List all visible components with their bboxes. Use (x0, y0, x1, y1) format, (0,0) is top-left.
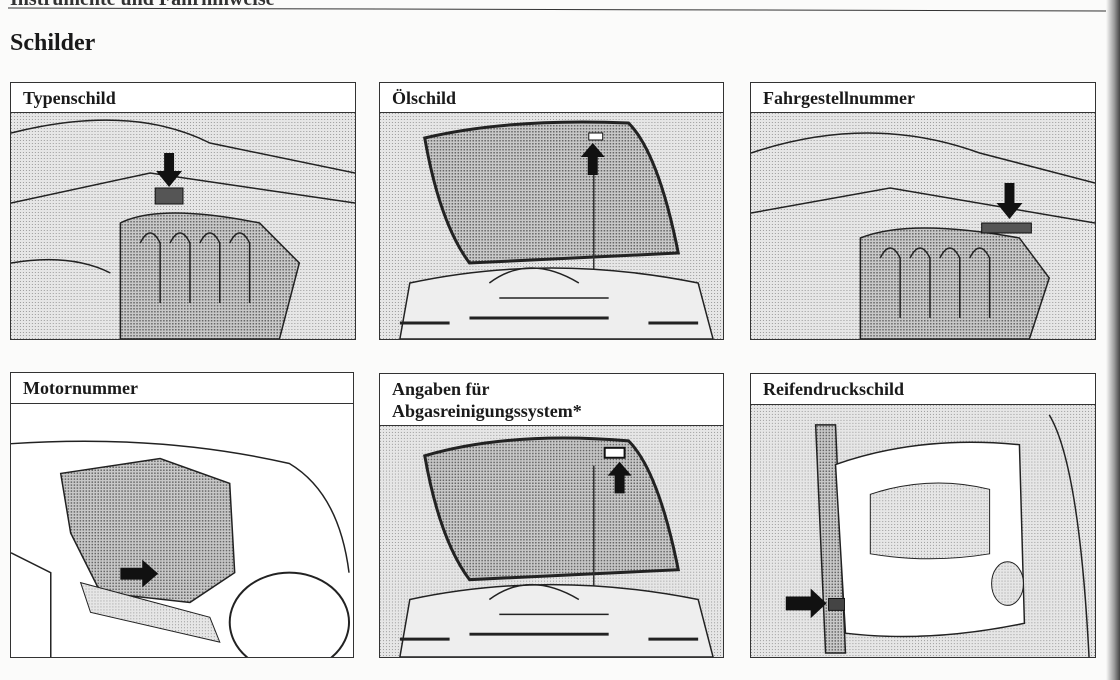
arrow-icon (607, 461, 632, 494)
engine-bay-illustration (11, 113, 355, 339)
arrow-icon (580, 143, 605, 175)
panel-oelschild: Ölschild (379, 82, 724, 340)
arrow-icon (785, 588, 827, 619)
panel-fahrgestellnummer: Fahrgestellnummer (750, 82, 1096, 340)
panel-title: Reifendruckschild (751, 374, 1095, 405)
open-hood-illustration (380, 113, 723, 339)
panel-typenschild: Typenschild (10, 82, 356, 340)
panel-abgasreinigung: Angaben für Abgasreinigungssystem* (379, 373, 724, 658)
arrow-icon (120, 559, 159, 588)
page-title: Schilder (10, 30, 96, 56)
panel-motornummer: Motornummer (10, 372, 354, 658)
panel-title: Typenschild (11, 83, 355, 113)
open-hood-illustration (380, 426, 723, 657)
arrow-icon (996, 183, 1023, 219)
running-header: Instrumente und Fahrhinweise (10, 0, 274, 11)
panel-reifendruckschild: Reifendruckschild (750, 373, 1096, 658)
panel-title-line2: Abgasreinigungssystem* (392, 401, 582, 421)
panel-title: Fahrgestellnummer (751, 83, 1095, 113)
panel-title-line1: Angaben für (392, 379, 490, 399)
panel-title: Ölschild (380, 83, 723, 113)
engine-bay-illustration (751, 113, 1095, 339)
door-illustration (751, 405, 1095, 657)
engine-side-illustration (11, 404, 353, 657)
page-spine-shadow (1106, 0, 1120, 680)
panel-title: Motornummer (11, 373, 353, 404)
arrow-icon (156, 153, 183, 187)
panel-title: Angaben für Abgasreinigungssystem* (380, 374, 723, 426)
